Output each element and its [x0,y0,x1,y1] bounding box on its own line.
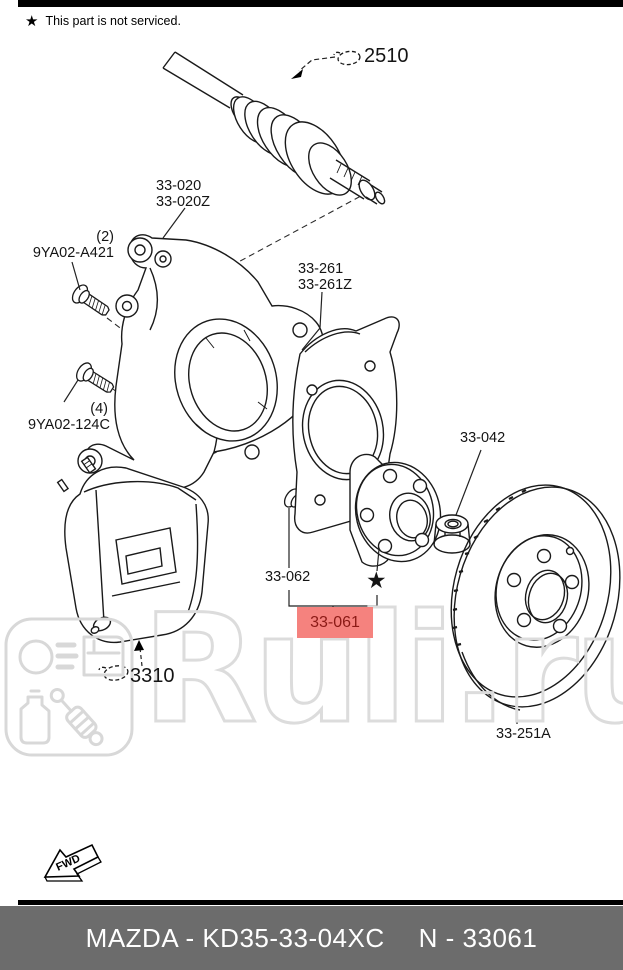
part-label-33-261[interactable]: 33-261 33-261Z [298,261,353,294]
note-text: This part is not serviced. [45,14,181,28]
part-number: 9YA02-124C [28,416,110,433]
brake-caliper-drawing [56,456,209,644]
footer-frame-number: N - 33061 [418,922,538,953]
clip-icon [98,665,129,681]
not-serviced-note: ★ This part is not serviced. [25,12,181,30]
footer-part-number: MAZDA - KD35-33-04XC [85,922,385,953]
upper-bolt-drawing [68,281,114,322]
top-divider-bar [18,0,623,7]
part-number: 33-020Z [156,193,211,210]
axle-nut-drawing [433,514,471,554]
lower-bolt-drawing [72,359,118,399]
part-label-3310[interactable]: 3310 [130,665,175,687]
callout-leader-lines [63,56,518,724]
not-serviced-star-icon: ★ [366,567,387,593]
part-label-33-062[interactable]: 33-062 [263,569,313,586]
watermark-logo-icon [4,617,134,757]
bottom-divider-bar [18,900,623,905]
part-number: 33-261 [298,261,344,277]
hub-bearing-drawing [349,453,442,567]
drive-shaft-drawing [162,51,386,205]
part-number: 33-020 [156,178,202,194]
footer-bar: MAZDA - KD35-33-04XC N - 33061 [0,906,623,970]
part-label-2510[interactable]: 2510 [364,45,409,67]
fwd-arrow: FWD [43,843,102,882]
part-label-33-020[interactable]: 33-020 33-020Z [156,178,211,211]
clip-icon [333,50,361,66]
part-number: 33-261Z [298,276,353,293]
brake-disc-drawing [450,484,621,711]
star-icon: ★ [25,13,39,30]
part-label-9ya02-124c[interactable]: (4) 9YA02-124C [28,401,110,434]
part-label-33-042[interactable]: 33-042 [460,430,506,446]
part-label-33-061-highlighted[interactable]: 33-061 [297,607,373,638]
part-qty: (2) [96,229,114,245]
part-number: 9YA02-A421 [32,244,114,261]
knuckle-drawing [77,234,325,490]
part-label-9ya02-a421[interactable]: (2) 9YA02-A421 [30,229,114,262]
part-label-33-251a[interactable]: 33-251A [495,726,552,743]
part-qty: (4) [90,401,108,417]
